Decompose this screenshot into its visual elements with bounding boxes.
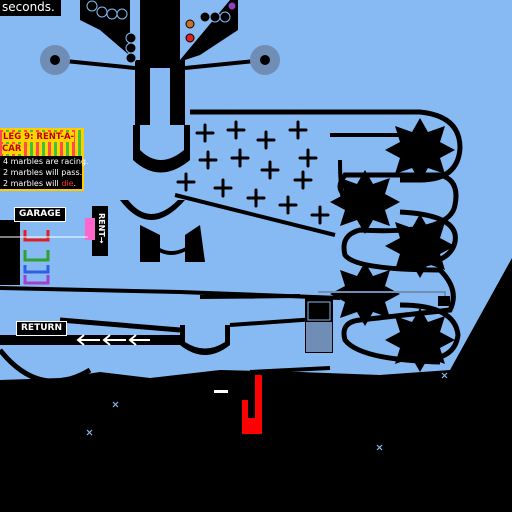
track-lower-arc xyxy=(0,317,181,384)
leg-racing-count: 4 marbles are racing. xyxy=(3,157,89,166)
garage-racks xyxy=(23,230,50,285)
return-sign: RETURN xyxy=(16,321,67,336)
finish-white-bar xyxy=(214,390,228,393)
finish-white xyxy=(248,398,255,418)
lower-bowl-left xyxy=(140,225,205,262)
sparkles xyxy=(86,372,448,451)
marble-purple xyxy=(227,1,237,11)
track-middle xyxy=(0,286,341,300)
garage-wall xyxy=(0,220,20,285)
garage-sign: GARAGE xyxy=(14,207,66,222)
track-upper xyxy=(190,109,463,183)
wheel-left xyxy=(40,45,136,75)
top-notch xyxy=(157,56,165,64)
marble-queue-right xyxy=(199,11,231,23)
spike-gears xyxy=(330,118,455,372)
finish-chute xyxy=(242,375,262,434)
rent-sign: RENT→ xyxy=(97,212,106,244)
countdown-note: seconds. xyxy=(0,0,61,16)
leg-info-panel: LEG 9: RENT-A-CAR 4 marbles are racing. … xyxy=(0,128,89,191)
tower-window xyxy=(307,301,331,321)
track-ramp xyxy=(174,193,336,237)
rent-column xyxy=(92,206,108,256)
leg-pass-count: 2 marbles will pass. xyxy=(3,168,83,177)
tower-weight xyxy=(438,296,450,306)
leg-die-count: 2 marbles will die. xyxy=(3,179,77,188)
return-bowl xyxy=(180,325,230,355)
marble-orange xyxy=(185,19,195,29)
leg-title: LEG 9: RENT-A-CAR xyxy=(0,130,82,156)
wheel-right xyxy=(184,45,280,75)
tower-fill xyxy=(306,322,332,352)
main-chute xyxy=(120,200,185,220)
lower-cup xyxy=(145,240,200,255)
cross-obstacles xyxy=(176,120,330,225)
track-loops xyxy=(337,172,459,365)
rent-rainbow xyxy=(85,218,95,240)
central-bowl xyxy=(133,125,190,173)
marble-red xyxy=(185,33,195,43)
marble-queue-left xyxy=(86,0,137,64)
return-arrows xyxy=(76,334,150,346)
